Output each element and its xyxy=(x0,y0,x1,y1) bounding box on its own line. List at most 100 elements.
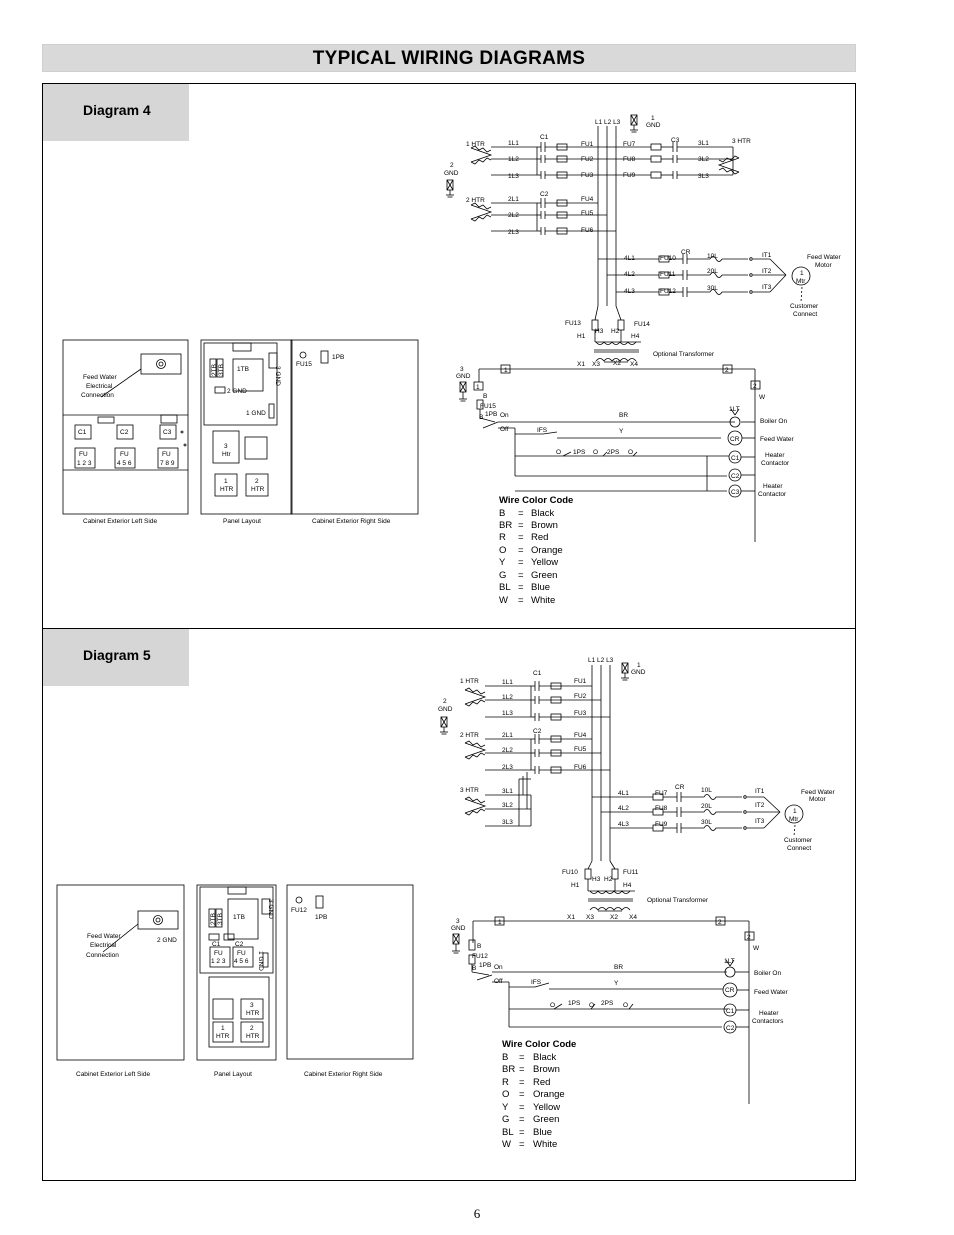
d4-motor2: Mtr xyxy=(796,278,806,285)
d5-ol20: 20L xyxy=(701,803,712,810)
d4-legend-name: Red xyxy=(531,532,548,543)
d5-legend-name: Blue xyxy=(533,1127,552,1138)
d5-panel-1gnd: 1 GND xyxy=(257,951,264,971)
d5-wire-o3: O xyxy=(623,1002,628,1009)
d5-ground-symbols xyxy=(440,662,629,954)
d5-wire-o1: O xyxy=(550,1002,555,1009)
d4-cr: CR xyxy=(681,249,691,256)
d5-panel-htr3b: HTR xyxy=(246,1010,260,1017)
d4-fu3: FU3 xyxy=(581,172,594,179)
d4-hc2-line2: Contactor xyxy=(758,491,787,498)
d5-legend-code: G xyxy=(502,1114,509,1125)
d4-legend-name: Yellow xyxy=(531,557,558,568)
d4-panel-fu789b: 7 8 9 xyxy=(160,460,175,467)
d5-panel-c2: C2 xyxy=(235,941,244,948)
d4-legend-code: B xyxy=(499,508,505,519)
page-number: 6 xyxy=(473,1206,481,1221)
d4-transformer xyxy=(591,319,641,363)
d5-gnd3b: GND xyxy=(451,925,466,932)
d5-feed-water: Feed Water xyxy=(754,989,789,996)
d4-fu13: FU13 xyxy=(565,320,581,327)
d4-w2L3: 2L3 xyxy=(508,229,519,236)
d4-fw-line2: Electrical xyxy=(86,383,113,390)
d4-hc1-line1: Heater xyxy=(765,452,785,459)
d4-legend-code: BL xyxy=(499,582,511,593)
d4-x3: X3 xyxy=(592,361,600,368)
d5-panel-htr3a: 3 xyxy=(250,1002,254,1009)
d4-htr3: 3 HTR xyxy=(732,138,751,145)
d5-wire-w: W xyxy=(753,945,760,952)
d4-legend-name: White xyxy=(531,595,555,606)
d4-coil-c3: C3 xyxy=(731,489,740,496)
d5-heater-2 xyxy=(464,734,610,774)
d4-panel-layout xyxy=(200,339,293,515)
d4-panel-htr1b: HTR xyxy=(220,486,234,493)
d4-panel-3gnd: 3 GND xyxy=(274,366,281,386)
d5-x1: X1 xyxy=(567,914,575,921)
d4-right-caption: Cabinet Exterior Right Side xyxy=(312,518,391,525)
d5-legend-eq: = xyxy=(519,1102,525,1113)
d4-fu6: FU6 xyxy=(581,227,594,234)
d5-legend-name: Black xyxy=(533,1052,556,1063)
d4-fu4: FU4 xyxy=(581,196,594,203)
d4-fw-line3: Connection xyxy=(81,392,114,399)
d5-legend-eq: = xyxy=(519,1064,525,1075)
d5-legend-code: Y xyxy=(502,1102,509,1113)
d5-left-cabinet xyxy=(56,884,185,1061)
d5-panel-htr1b: HTR xyxy=(216,1033,230,1040)
d5-panel-c1: C1 xyxy=(212,941,221,948)
d4-pb: 1PB xyxy=(485,411,497,418)
d4-w3L3: 3L3 xyxy=(698,173,709,180)
d4-fu12: FU12 xyxy=(660,288,676,295)
d5-panel-htr2a: 2 xyxy=(250,1025,254,1032)
d5-motor1: 1 xyxy=(793,808,797,815)
d5-cr: CR xyxy=(675,784,685,791)
d5-w2L1: 2L1 xyxy=(502,732,513,739)
d4-term1b: 1 xyxy=(476,384,480,391)
d4-lines-label: L1 L2 L3 xyxy=(595,119,621,126)
d5-hc-line1: Heater xyxy=(759,1010,779,1017)
d4-fu1: FU1 xyxy=(581,141,594,148)
d4-panel-fu789: FU xyxy=(162,451,171,458)
d5-fu9: FU9 xyxy=(655,821,668,828)
d4-wire-br: BR xyxy=(619,412,628,419)
d5-transformer xyxy=(584,868,635,912)
d5-legend-name: Orange xyxy=(533,1089,565,1100)
d4-c2: C2 xyxy=(540,191,549,198)
d5-center-caption: Panel Layout xyxy=(214,1071,252,1078)
d4-fu2: FU2 xyxy=(581,156,594,163)
d5-lines-label: L1 L2 L3 xyxy=(588,657,614,664)
d5-cc2: Connect xyxy=(787,845,811,852)
d5-w2L3: 2L3 xyxy=(502,764,513,771)
d5-h1: H1 xyxy=(571,882,580,889)
d4-legend: Wire Color Code B = Black BR = Brown R =… xyxy=(499,495,573,606)
d4-hc2-line1: Heater xyxy=(763,483,783,490)
d4-panel-2tb: 2TB xyxy=(211,364,218,376)
d5-wire-b: B xyxy=(477,943,481,950)
d4-c3: C3 xyxy=(671,137,680,144)
d4-wire-b: B xyxy=(483,393,487,400)
diagram-4-tag: Diagram 4 xyxy=(43,84,189,141)
d5-motor2: Mtr xyxy=(789,816,799,823)
d5-it1: IT1 xyxy=(755,788,765,795)
d5-fu3: FU3 xyxy=(574,710,587,717)
d5-fw-line2: Electrical xyxy=(90,942,117,949)
d4-gnd2a: 2 xyxy=(450,162,454,169)
d5-wire-y: Y xyxy=(614,980,619,987)
d5-legend-name: Brown xyxy=(533,1064,560,1075)
d4-h1: H1 xyxy=(577,333,586,340)
d5-fu4: FU4 xyxy=(574,732,587,739)
d5-on: On xyxy=(494,964,503,971)
d4-term2: 2 xyxy=(725,367,729,374)
d5-heater-3 xyxy=(464,772,532,827)
d4-panel-c3: C3 xyxy=(163,429,172,436)
title-bar: TYPICAL WIRING DIAGRAMS xyxy=(42,44,856,72)
d4-lt: 1LT xyxy=(729,406,740,413)
d5-fu5: FU5 xyxy=(574,746,587,753)
d5-ps2: 2PS xyxy=(601,1000,614,1007)
d4-ground-symbols xyxy=(446,114,638,402)
d5-h2: H2 xyxy=(604,876,613,883)
d5-ps1: 1PS xyxy=(568,1000,581,1007)
d5-wire-o2: O xyxy=(589,1002,594,1009)
d4-boiler-on: Boiler On xyxy=(760,418,787,425)
